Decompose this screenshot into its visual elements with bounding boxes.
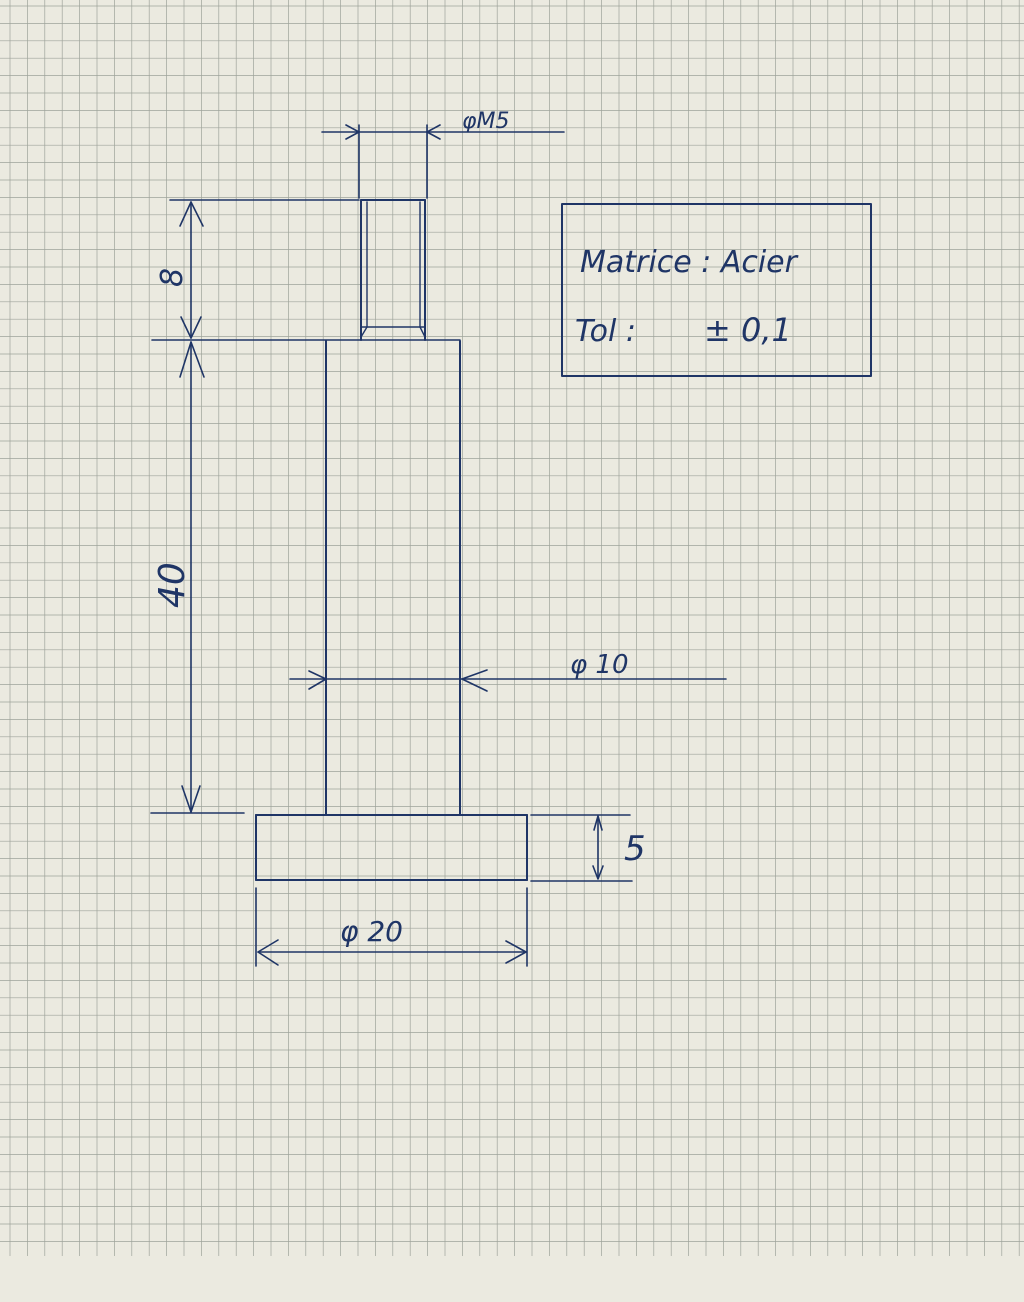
tolerance-value: ± 0,1 bbox=[704, 311, 792, 349]
dimension-thread-diameter bbox=[321, 124, 565, 199]
dimension-thread-length bbox=[151, 199, 461, 341]
dimension-shaft-length bbox=[150, 341, 245, 814]
label-thread-length: 8 bbox=[155, 268, 190, 287]
threaded-stud bbox=[360, 199, 426, 341]
label-shaft-diameter: φ 10 bbox=[570, 650, 629, 680]
dimension-base-thickness bbox=[530, 814, 633, 882]
dimension-base-diameter bbox=[255, 887, 528, 967]
notes-box: Matrice : Acier Tol : ± 0,1 bbox=[561, 203, 872, 377]
material-note: Matrice : Acier bbox=[580, 245, 799, 280]
label-base-diameter: φ 20 bbox=[340, 915, 403, 948]
tolerance-label: Tol : bbox=[575, 314, 636, 349]
label-thread-diameter: φM5 bbox=[462, 109, 510, 134]
base-flange bbox=[255, 814, 528, 881]
dimension-shaft-diameter bbox=[289, 669, 727, 692]
part-outline bbox=[255, 199, 528, 881]
grid-paper bbox=[0, 0, 1024, 1256]
label-base-thickness: 5 bbox=[624, 829, 646, 869]
label-shaft-length: 40 bbox=[152, 562, 193, 608]
